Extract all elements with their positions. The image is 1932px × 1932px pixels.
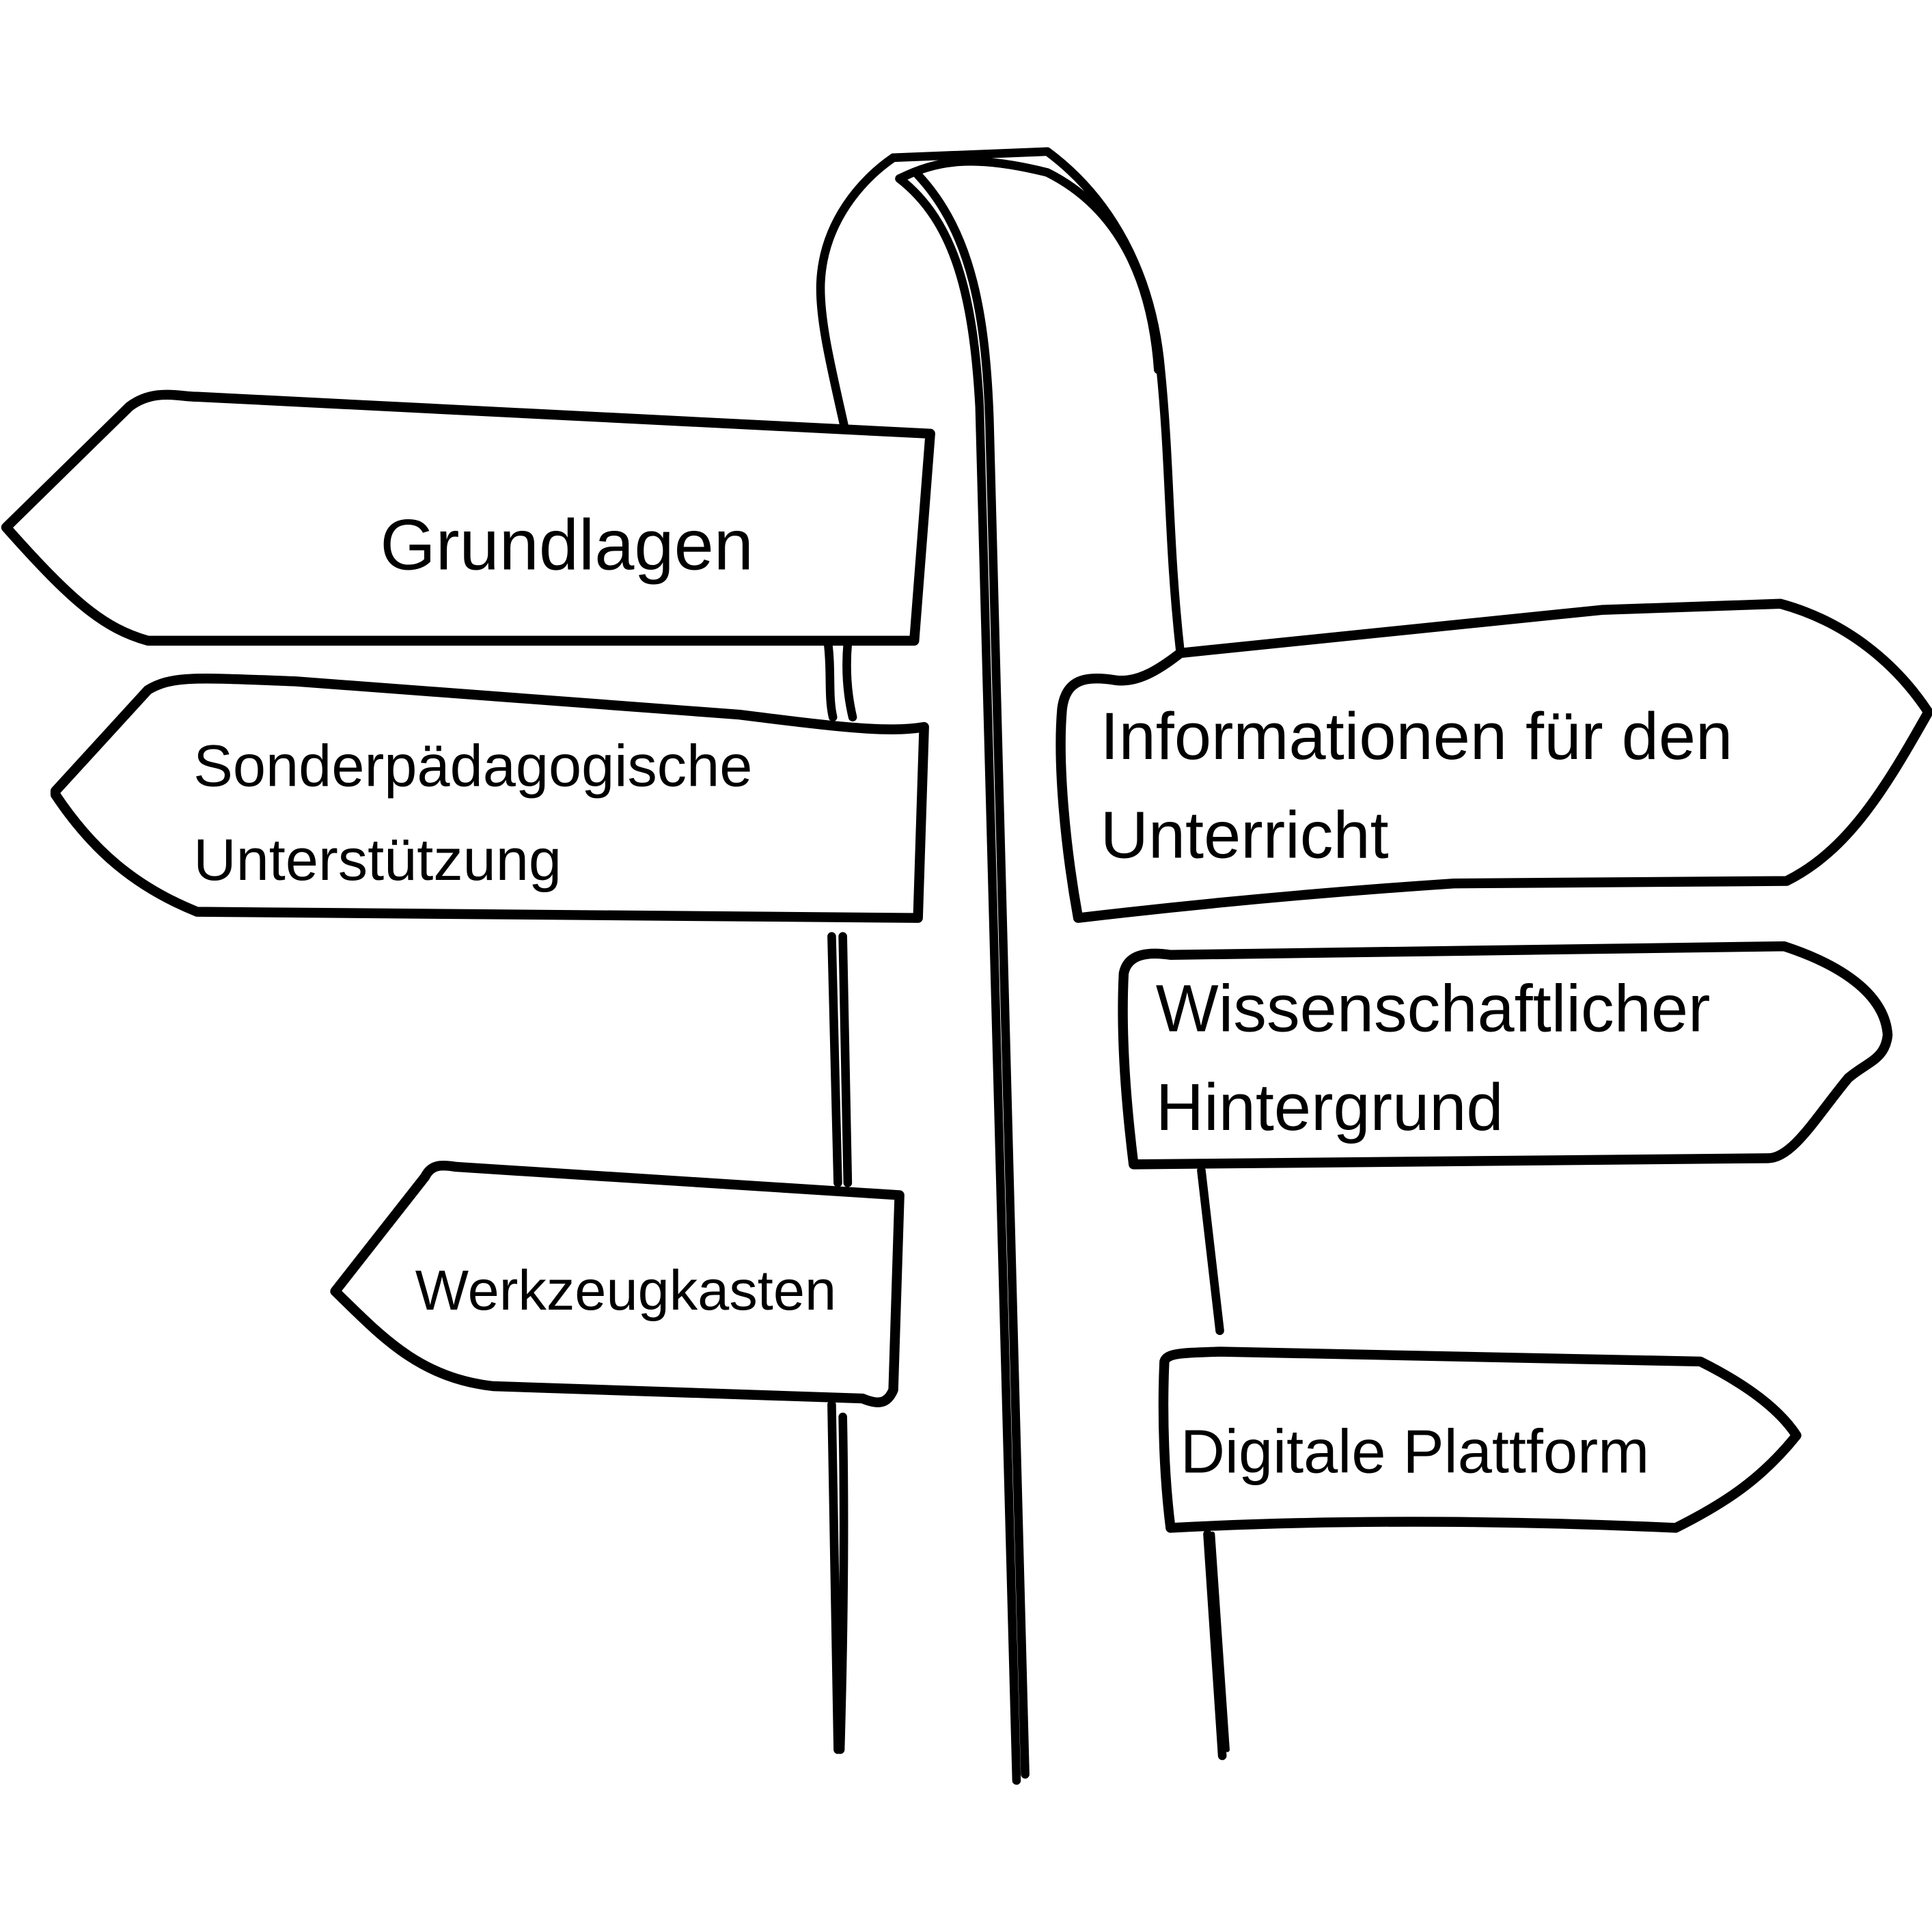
svg-text:Werkzeugkasten: Werkzeugkasten <box>415 1258 836 1322</box>
svg-text:Digitale Plattform: Digitale Plattform <box>1181 1417 1649 1486</box>
svg-text:Hintergrund: Hintergrund <box>1156 1070 1504 1144</box>
sign-wissenschaftlicher-hintergrund[interactable]: Wissenschaftlicher Hintergrund <box>1118 941 1893 1170</box>
sign-grundlagen[interactable]: Grundlagen <box>1 389 935 646</box>
back-post <box>816 153 898 1754</box>
svg-text:Wissenschaftlicher: Wissenschaftlicher <box>1156 971 1711 1046</box>
svg-text:Unterstützung: Unterstützung <box>193 827 562 893</box>
sign-label-line-2: Unterstützung <box>193 827 562 893</box>
sign-label-line-2: Hintergrund <box>1156 1070 1504 1144</box>
sign-digitale-plattform[interactable]: Digitale Plattform <box>1158 1347 1802 1533</box>
svg-text:Informationen für den: Informationen für den <box>1101 699 1733 773</box>
sign-label-line-1: Informationen für den <box>1101 699 1733 773</box>
main-post <box>889 147 1230 1785</box>
sign-informationen-fuer-den-unterricht[interactable]: Informationen für den Unterricht <box>1055 598 1932 923</box>
svg-text:Grundlagen: Grundlagen <box>380 505 754 585</box>
svg-text:Unterricht: Unterricht <box>1101 797 1389 872</box>
sign-label: Grundlagen <box>380 505 754 585</box>
sign-label: Werkzeugkasten <box>415 1258 836 1322</box>
sign-werkzeugkasten[interactable]: Werkzeugkasten <box>330 1160 905 1407</box>
sign-label-line-1: Wissenschaftlicher <box>1156 971 1711 1046</box>
sign-sonderpaedagogische-unterstuetzung[interactable]: Sonderpädagogische Unterstützung <box>50 674 929 923</box>
svg-text:Sonderpädagogische: Sonderpädagogische <box>193 734 752 799</box>
sign-label-line-1: Sonderpädagogische <box>193 734 752 799</box>
sign-label-line-2: Unterricht <box>1101 797 1389 872</box>
sign-label: Digitale Plattform <box>1181 1417 1649 1486</box>
